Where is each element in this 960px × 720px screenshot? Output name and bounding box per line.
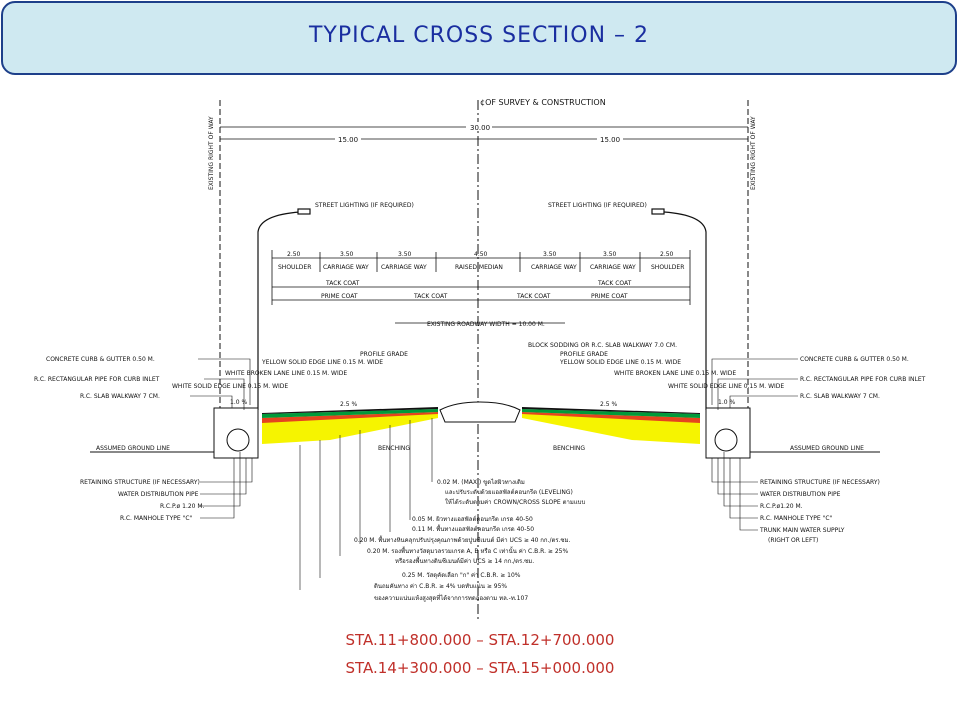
right-lower-label: (RIGHT OR LEFT) <box>768 537 818 544</box>
lane-dim: 2.50 <box>660 251 674 258</box>
profile-grade-right: PROFILE GRADE <box>560 351 608 358</box>
profile-grade-left: PROFILE GRADE <box>360 351 408 358</box>
lane-dim: 3.50 <box>543 251 557 258</box>
slope-right: 2.5 % <box>600 401 617 408</box>
right-of-way-lines <box>219 100 749 620</box>
pavement-note: 0.11 M. พื้นทางแอสฟัลต์คอนกรีต เกรด 40-5… <box>412 523 534 533</box>
right-line-label: WHITE SOLID EDGE LINE 0.15 M. WIDE <box>668 383 784 390</box>
lane-label: CARRIAGE WAY <box>531 264 577 271</box>
left-line-label: WHITE SOLID EDGE LINE 0.15 M. WIDE <box>172 383 288 390</box>
lane-label: CARRIAGE WAY <box>590 264 636 271</box>
pavement-note: 0.20 M. รองพื้นทางวัสดุมวลรวมเกรด A, B ห… <box>367 545 568 555</box>
right-line-label: WHITE BROKEN LANE LINE 0.15 M. WIDE <box>614 370 736 377</box>
lane-label: RAISED MEDIAN <box>455 264 503 271</box>
tack-coat-left: TACK COAT <box>325 280 360 287</box>
lane-label: CARRIAGE WAY <box>381 264 427 271</box>
right-lower-label: RETAINING STRUCTURE (IF NECESSARY) <box>760 479 880 486</box>
total-width: 30.00 <box>470 124 490 132</box>
half-width-left: 15.00 <box>338 136 358 144</box>
slide-title: TYPICAL CROSS SECTION – 2 <box>308 23 650 48</box>
pavement-note: 0.20 M. พื้นทางหินคลุกปรับปรุงคุณภาพด้วย… <box>354 534 571 544</box>
lane-dim: 3.50 <box>340 251 354 258</box>
lane-dim: 4.50 <box>474 251 488 258</box>
block-sodding: BLOCK SODDING OR R.C. SLAB WALKWAY 7.0 C… <box>528 342 677 349</box>
ground-line-right: ASSUMED GROUND LINE <box>790 445 864 452</box>
right-upper-label: CONCRETE CURB & GUTTER 0.50 M. <box>800 356 909 363</box>
ground-line-left: ASSUMED GROUND LINE <box>96 445 170 452</box>
benching-left: BENCHING <box>378 445 410 452</box>
leader-lines <box>190 358 798 590</box>
left-line-label: YELLOW SOLID EDGE LINE 0.15 M. WIDE <box>261 359 383 366</box>
lane-dim: 3.50 <box>603 251 617 258</box>
right-lower-label: WATER DISTRIBUTION PIPE <box>760 491 841 498</box>
street-lighting-left: STREET LIGHTING (IF REQUIRED) <box>315 202 414 209</box>
lane-dim: 3.50 <box>398 251 412 258</box>
left-upper-label: R.C. RECTANGULAR PIPE FOR CURB INLET <box>34 376 160 383</box>
left-upper-label: CONCRETE CURB & GUTTER 0.50 M. <box>46 356 155 363</box>
raised-median <box>439 401 521 423</box>
pavement-note: หรือรองพื้นทางดินซีเมนต์มีค่า UCS ≥ 14 ก… <box>395 555 534 565</box>
right-upper-label: R.C. SLAB WALKWAY 7 CM. <box>800 393 880 400</box>
tack-coat-mid-left: TACK COAT <box>413 293 448 300</box>
dimension-lines <box>220 126 748 324</box>
row-label-left: EXISTING RIGHT OF WAY <box>208 116 215 190</box>
pavement-layers <box>262 407 700 444</box>
right-line-label: YELLOW SOLID EDGE LINE 0.15 M. WIDE <box>559 359 681 366</box>
tack-coat-right: TACK COAT <box>597 280 632 287</box>
lane-label: SHOULDER <box>278 264 311 271</box>
roadway-width: EXISTING ROADWAY WIDTH = 10.00 M. <box>427 321 545 328</box>
lane-dim: 2.50 <box>287 251 301 258</box>
lane-label: SHOULDER <box>651 264 684 271</box>
lane-label: CARRIAGE WAY <box>323 264 369 271</box>
row-label-right: EXISTING RIGHT OF WAY <box>750 116 757 190</box>
centerline-label: ¢OF SURVEY & CONSTRUCTION <box>480 98 606 107</box>
pavement-note: ของความแน่นแห้งสูงสุดที่ได้จากการทดลองตา… <box>374 594 528 602</box>
benching-right: BENCHING <box>553 445 585 452</box>
half-width-right: 15.00 <box>600 136 620 144</box>
station-range-2: STA.14+300.000 – STA.15+000.000 <box>345 659 615 677</box>
pavement-note: ให้ได้ระดับตามค่า CROWN/CROSS SLOPE ตามแ… <box>445 498 585 506</box>
left-upper-label: R.C. SLAB WALKWAY 7 CM. <box>80 393 160 400</box>
street-lighting-right: STREET LIGHTING (IF REQUIRED) <box>548 202 647 209</box>
left-lower-label: WATER DISTRIBUTION PIPE <box>118 491 199 498</box>
prime-coat-right: PRIME COAT <box>591 293 628 300</box>
pavement-note: และปรับระดับด้วยแอสฟัลต์คอนกรีต (LEVELIN… <box>445 488 573 496</box>
pavement-note: ดินถมคันทาง ค่า C.B.R. ≥ 4% บดทับแน่น ≥ … <box>374 583 508 590</box>
right-upper-label: R.C. RECTANGULAR PIPE FOR CURB INLET <box>800 376 926 383</box>
right-lower-label: R.C. MANHOLE TYPE "C" <box>760 515 833 522</box>
tack-coat-mid-right: TACK COAT <box>516 293 551 300</box>
right-lower-label: TRUNK MAIN WATER SUPPLY <box>759 527 845 534</box>
pavement-note: 0.02 M. (MAX.) ขูดไสผิวทางเดิม <box>437 478 525 486</box>
curb-slope-left: 1.0 % <box>230 399 247 406</box>
left-lower-label: R.C. MANHOLE TYPE "C" <box>120 515 193 522</box>
pavement-note: 0.25 M. วัสดุคัดเลือก "ก" ค่า C.B.R. ≥ 1… <box>402 571 521 579</box>
slope-left: 2.5 % <box>340 401 357 408</box>
station-range-1: STA.11+800.000 – STA.12+700.000 <box>345 631 615 649</box>
street-light-poles <box>257 208 707 410</box>
title-bar: TYPICAL CROSS SECTION – 2 <box>1 1 957 75</box>
pavement-note: 0.05 M. ผิวทางแอสฟัลต์คอนกรีต เกรด 40-50 <box>412 515 533 523</box>
curb-slope-right: 1.0 % <box>718 399 735 406</box>
left-lower-label: RETAINING STRUCTURE (IF NECESSARY) <box>80 479 200 486</box>
prime-coat-left: PRIME COAT <box>321 293 358 300</box>
curb-structures <box>213 407 751 459</box>
left-lower-label: R.C.P.ø 1.20 M. <box>160 503 205 510</box>
right-lower-label: R.C.P.ø1.20 M. <box>760 503 803 510</box>
left-line-label: WHITE BROKEN LANE LINE 0.15 M. WIDE <box>225 370 347 377</box>
